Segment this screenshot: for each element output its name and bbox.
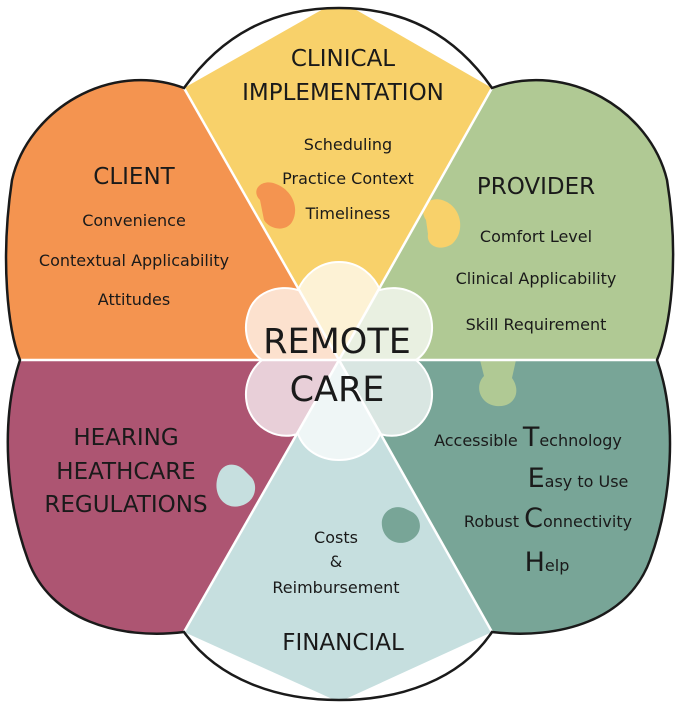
regulations-title-line1: HEARING (73, 425, 178, 451)
clinical-title-line2: IMPLEMENTATION (242, 80, 444, 106)
regulations-piece (6, 360, 339, 700)
provider-title: PROVIDER (477, 174, 595, 200)
client-bottom-tab (151, 316, 189, 360)
financial-item: Reimbursement (272, 578, 399, 597)
financial-piece (184, 360, 492, 700)
outer-outline (4, 6, 675, 702)
client-item: Convenience (82, 211, 186, 230)
provider-bottom-tab (479, 360, 517, 407)
technology-tab (381, 507, 420, 543)
clinical-item: Scheduling (304, 135, 392, 154)
client-item: Attitudes (98, 290, 170, 309)
clinical-piece (184, 8, 492, 360)
provider-item: Comfort Level (480, 227, 592, 246)
regulations-title-line3: REGULATIONS (44, 492, 207, 518)
center-title-line2: CARE (290, 370, 385, 410)
clinical-item: Practice Context (282, 169, 414, 188)
center-title-line1: REMOTE (263, 322, 411, 362)
center-flower (244, 260, 434, 462)
technology-item: Easy to Use (528, 463, 629, 494)
regulations-title-line2: HEATHCARE (56, 459, 195, 485)
technology-item: Accessible Technology (434, 422, 622, 453)
clinical-title-line1: CLINICAL (291, 46, 395, 72)
technology-item: Robust Connectivity (464, 503, 632, 534)
technology-piece (339, 360, 674, 700)
financial-title: FINANCIAL (282, 630, 404, 656)
client-item: Contextual Applicability (39, 251, 229, 270)
financial-item: Costs (314, 528, 358, 547)
financial-tab (216, 464, 256, 507)
clinical-tab (423, 199, 461, 248)
provider-item: Clinical Applicability (456, 269, 617, 288)
provider-item: Skill Requirement (466, 315, 607, 334)
client-tab (256, 182, 296, 229)
client-title: CLIENT (93, 164, 175, 190)
technology-item: Help (525, 547, 570, 578)
clinical-item: Timeliness (305, 204, 391, 223)
financial-item: & (330, 552, 342, 571)
